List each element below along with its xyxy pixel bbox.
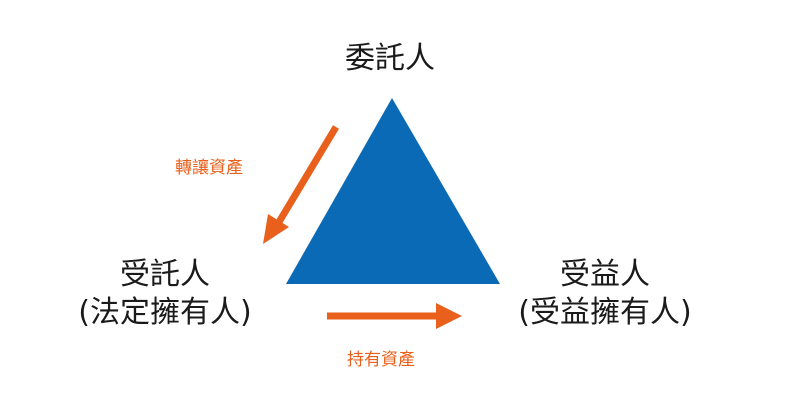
hold-label: 持有資產 [347, 350, 415, 370]
transfer-arrow [263, 125, 340, 244]
trustee-sublabel: (法定擁有人) [78, 295, 252, 330]
trust-triangle [286, 98, 500, 284]
beneficiary-label: 受益人 [560, 257, 650, 292]
transfer-label: 轉讓資產 [175, 158, 243, 178]
beneficiary-node: 受益人 (受益擁有人) [500, 256, 710, 332]
trustee-node: 受託人 (法定擁有人) [60, 256, 270, 332]
settlor-node: 委託人 [330, 40, 450, 78]
settlor-label: 委託人 [345, 41, 435, 76]
beneficiary-sublabel: (受益擁有人) [518, 295, 692, 330]
trustee-label: 受託人 [120, 257, 210, 292]
hold-arrow [327, 303, 462, 329]
